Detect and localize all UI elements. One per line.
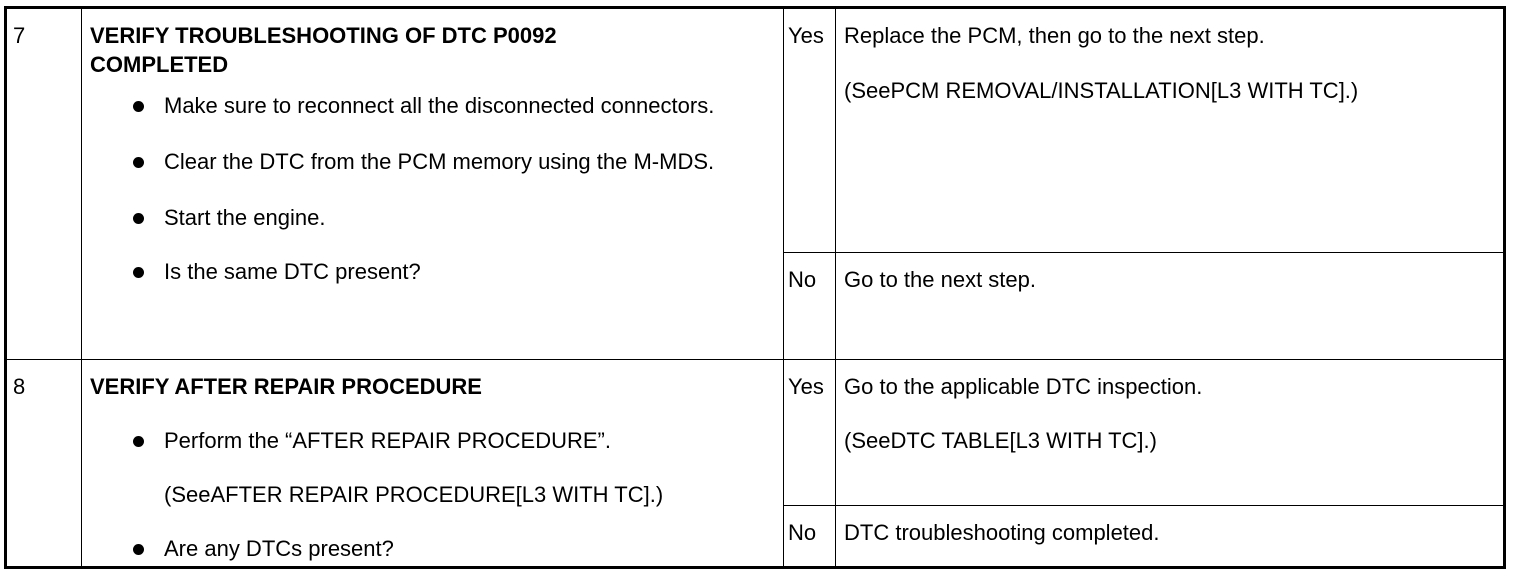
step-number-cell: 7 xyxy=(5,7,82,360)
reference-link[interactable]: (SeeAFTER REPAIR PROCEDURE[L3 WITH TC].) xyxy=(164,482,664,507)
no-label-cell: No xyxy=(783,252,836,360)
yes-label: Yes xyxy=(788,374,824,399)
instruction-list: Make sure to reconnect all the disconnec… xyxy=(82,91,783,286)
table-row-step-8: 8 VERIFY AFTER REPAIR PROCEDURE Perform … xyxy=(5,359,1505,568)
bullet-icon xyxy=(133,436,144,447)
result-text: Go to the next step. xyxy=(844,267,1037,292)
result-text: Replace the PCM, then go to the next ste… xyxy=(844,23,1265,48)
action-cell: VERIFY AFTER REPAIR PROCEDURE Perform th… xyxy=(81,359,784,568)
yes-label-cell: Yes xyxy=(783,7,836,253)
step-title: VERIFY AFTER REPAIR PROCEDURE xyxy=(90,374,482,399)
reference-link[interactable]: (SeeDTC TABLE[L3 WITH TC].) xyxy=(844,428,1157,453)
list-item: Make sure to reconnect all the disconnec… xyxy=(82,91,774,120)
step-number: 8 xyxy=(13,374,26,399)
yes-label-cell: Yes xyxy=(783,359,836,506)
bullet-icon xyxy=(133,544,144,555)
step-title: VERIFY TROUBLESHOOTING OF DTC P0092 COMP… xyxy=(82,9,783,79)
list-item: Clear the DTC from the PCM memory using … xyxy=(82,147,774,176)
no-label: No xyxy=(788,267,817,292)
bullet-icon xyxy=(133,267,144,278)
list-item: Start the engine. xyxy=(82,203,783,232)
bullet-icon xyxy=(133,101,144,112)
troubleshooting-table: 7 VERIFY TROUBLESHOOTING OF DTC P0092 CO… xyxy=(4,6,1506,569)
result-text: Go to the applicable DTC inspection. xyxy=(844,374,1203,399)
list-item: Perform the “AFTER REPAIR PROCEDURE”. xyxy=(82,426,783,455)
step-number: 7 xyxy=(13,23,26,48)
yes-result-cell: Replace the PCM, then go to the next ste… xyxy=(835,7,1505,253)
no-result-cell: Go to the next step. xyxy=(835,252,1505,360)
table-row-step-8-no: No DTC troubleshooting completed. xyxy=(6,505,1505,568)
list-item: Is the same DTC present? xyxy=(82,257,783,286)
yes-label: Yes xyxy=(788,23,824,48)
reference-link[interactable]: (SeePCM REMOVAL/INSTALLATION[L3 WITH TC]… xyxy=(844,78,1359,103)
table-row-step-7: 7 VERIFY TROUBLESHOOTING OF DTC P0092 CO… xyxy=(5,7,1505,360)
bullet-icon xyxy=(133,157,144,168)
step-title-line2: COMPLETED xyxy=(90,52,229,77)
no-result-cell: DTC troubleshooting completed. xyxy=(835,505,1505,568)
no-label-cell: No xyxy=(783,505,836,568)
table-row-step-7-no: No Go to the next step. xyxy=(6,252,1505,360)
action-cell: VERIFY TROUBLESHOOTING OF DTC P0092 COMP… xyxy=(81,7,784,360)
instruction-list: Perform the “AFTER REPAIR PROCEDURE”. xyxy=(82,426,783,455)
bullet-icon xyxy=(133,213,144,224)
step-number-cell: 8 xyxy=(5,359,82,568)
result-text: DTC troubleshooting completed. xyxy=(844,520,1160,545)
list-item: Are any DTCs present? xyxy=(82,534,783,563)
yes-result-cell: Go to the applicable DTC inspection. (Se… xyxy=(835,359,1505,506)
no-label: No xyxy=(788,520,817,545)
step-title-line1: VERIFY TROUBLESHOOTING OF DTC P0092 xyxy=(90,23,557,48)
instruction-list: Are any DTCs present? xyxy=(82,534,783,563)
